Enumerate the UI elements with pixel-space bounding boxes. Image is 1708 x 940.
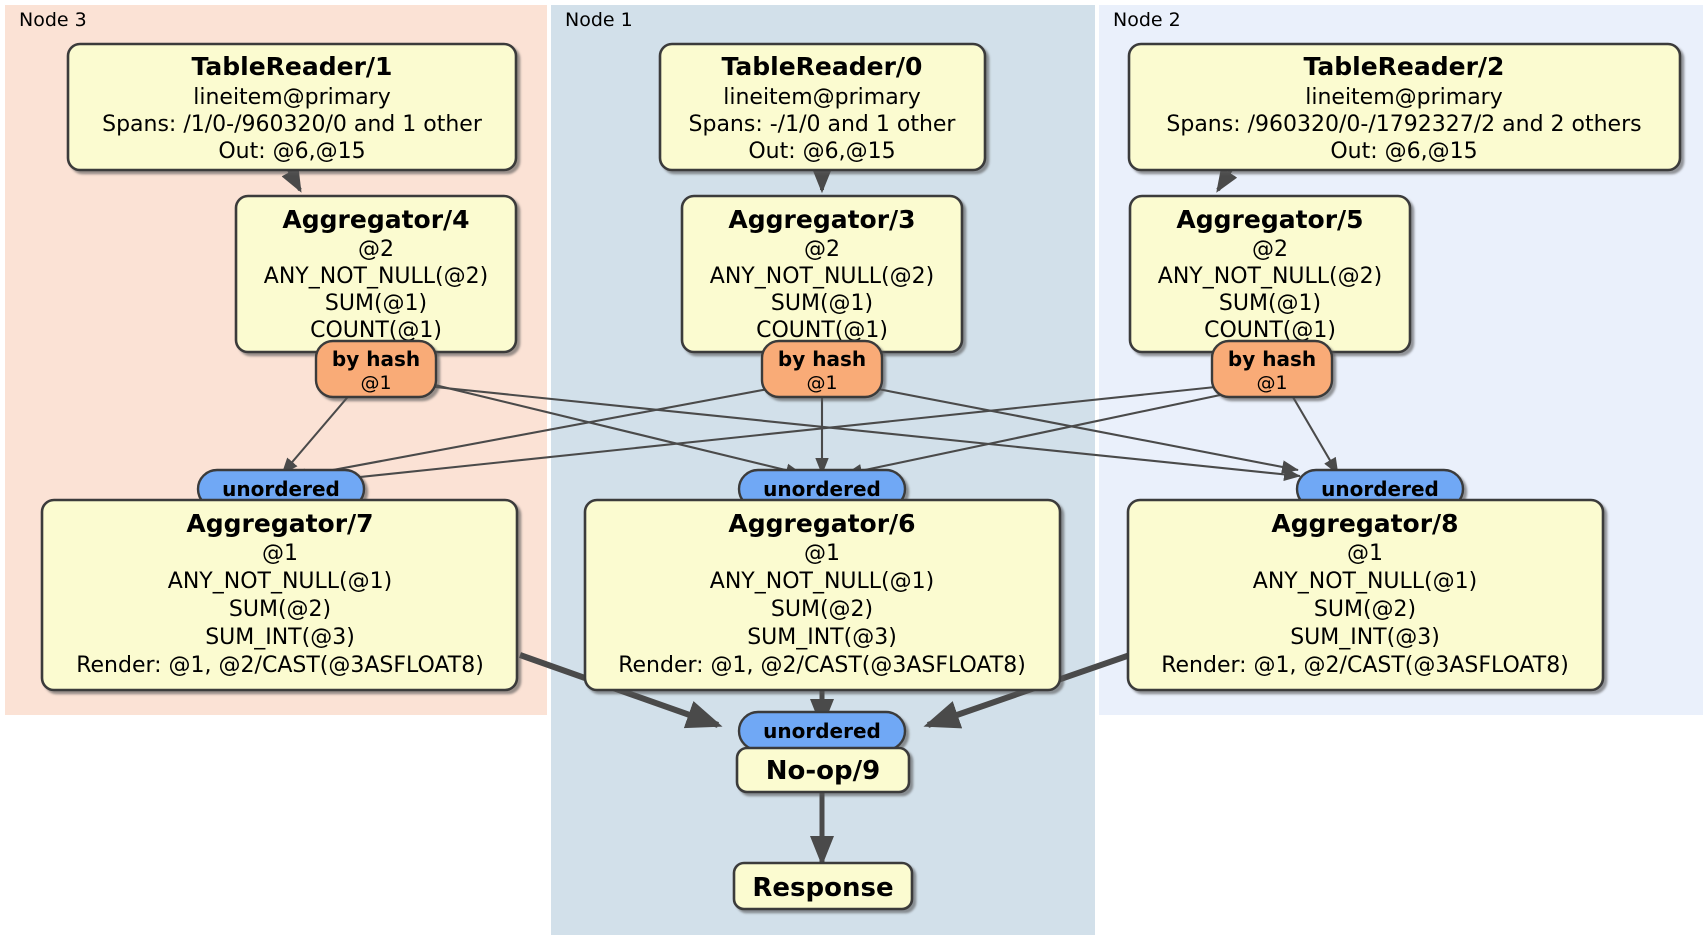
- router-label: by hash: [332, 347, 420, 371]
- processor-line: SUM(@1): [325, 291, 427, 316]
- edge-tablereader1-to-aggregator4: [281, 167, 302, 193]
- processor-line: ANY_NOT_NULL(@2): [1158, 264, 1382, 289]
- processor-line: @2: [1252, 237, 1288, 262]
- processor-line: Out: @6,@15: [748, 139, 895, 164]
- router-sublabel: @1: [806, 372, 837, 394]
- processor-line: ANY_NOT_NULL(@2): [710, 264, 934, 289]
- processor-title: Aggregator/6: [728, 509, 915, 538]
- processor-line: SUM_INT(@3): [205, 625, 355, 650]
- processor-tablereader-2[interactable]: TableReader/2 lineitem@primary Spans: /9…: [1127, 42, 1682, 172]
- processor-line: lineitem@primary: [193, 85, 391, 110]
- processor-line: @1: [262, 541, 298, 566]
- processor-line: @2: [358, 237, 394, 262]
- node-panel-label-node3: Node 3: [19, 9, 87, 31]
- processor-aggregator-3[interactable]: Aggregator/3 @2 ANY_NOT_NULL(@2) SUM(@1)…: [680, 194, 964, 354]
- processor-tablereader-1[interactable]: TableReader/1 lineitem@primary Spans: /1…: [66, 42, 518, 172]
- router-sublabel: @1: [360, 372, 391, 394]
- processor-line: Spans: /960320/0-/1792327/2 and 2 others: [1166, 112, 1641, 137]
- router-label: unordered: [1321, 477, 1439, 501]
- router-unordered-final[interactable]: unordered: [737, 710, 907, 752]
- processor-line: SUM_INT(@3): [747, 625, 897, 650]
- processor-response[interactable]: Response: [732, 861, 914, 911]
- processor-line: ANY_NOT_NULL(@1): [168, 569, 392, 594]
- router-label: unordered: [763, 477, 881, 501]
- processor-line: Spans: -/1/0 and 1 other: [689, 112, 957, 137]
- processor-noop-9[interactable]: No-op/9: [735, 746, 911, 794]
- edge-tablereader2-to-aggregator5: [1216, 166, 1238, 193]
- processor-line: SUM(@1): [1219, 291, 1321, 316]
- processor-title: TableReader/0: [722, 52, 923, 81]
- processor-title: TableReader/1: [192, 52, 393, 81]
- processor-line: SUM_INT(@3): [1290, 625, 1440, 650]
- processor-title: TableReader/2: [1304, 52, 1505, 81]
- router-by-hash-left[interactable]: by hash @1: [314, 339, 438, 399]
- processor-aggregator-5[interactable]: Aggregator/5 @2 ANY_NOT_NULL(@2) SUM(@1)…: [1128, 194, 1412, 354]
- processor-aggregator-8[interactable]: Aggregator/8 @1 ANY_NOT_NULL(@1) SUM(@2)…: [1126, 498, 1605, 692]
- processor-line: lineitem@primary: [723, 85, 921, 110]
- processor-title: No-op/9: [766, 756, 880, 786]
- processor-line: lineitem@primary: [1305, 85, 1503, 110]
- processor-line: Render: @1, @2/CAST(@3ASFLOAT8): [618, 653, 1026, 678]
- processor-aggregator-6[interactable]: Aggregator/6 @1 ANY_NOT_NULL(@1) SUM(@2)…: [583, 498, 1062, 692]
- processor-line: Out: @6,@15: [1330, 139, 1477, 164]
- processor-line: ANY_NOT_NULL(@1): [1253, 569, 1477, 594]
- router-label: by hash: [1228, 347, 1316, 371]
- router-sublabel: @1: [1256, 372, 1287, 394]
- router-label: unordered: [763, 719, 881, 743]
- router-by-hash-mid[interactable]: by hash @1: [760, 339, 884, 399]
- processor-tablereader-0[interactable]: TableReader/0 lineitem@primary Spans: -/…: [658, 42, 987, 172]
- node-panel-label-node2: Node 2: [1113, 9, 1181, 31]
- processor-line: SUM(@2): [1314, 597, 1416, 622]
- processor-title: Aggregator/7: [186, 509, 373, 538]
- processor-line: SUM(@1): [771, 291, 873, 316]
- processor-aggregator-7[interactable]: Aggregator/7 @1 ANY_NOT_NULL(@1) SUM(@2)…: [40, 498, 519, 692]
- processor-line: COUNT(@1): [756, 318, 888, 343]
- router-label: by hash: [778, 347, 866, 371]
- processor-title: Aggregator/3: [728, 205, 915, 234]
- processor-line: Render: @1, @2/CAST(@3ASFLOAT8): [1161, 653, 1569, 678]
- router-unordered-right[interactable]: unordered: [1295, 468, 1465, 510]
- processor-line: SUM(@2): [771, 597, 873, 622]
- router-unordered-left[interactable]: unordered: [196, 468, 366, 510]
- router-by-hash-right[interactable]: by hash @1: [1210, 339, 1334, 399]
- router-unordered-mid[interactable]: unordered: [737, 468, 907, 510]
- processor-title: Aggregator/8: [1271, 509, 1458, 538]
- processor-line: ANY_NOT_NULL(@1): [710, 569, 934, 594]
- processor-title: Aggregator/4: [282, 205, 469, 234]
- processor-line: ANY_NOT_NULL(@2): [264, 264, 488, 289]
- processor-line: COUNT(@1): [310, 318, 442, 343]
- processor-line: @1: [804, 541, 840, 566]
- processor-aggregator-4[interactable]: Aggregator/4 @2 ANY_NOT_NULL(@2) SUM(@1)…: [234, 194, 518, 354]
- processor-line: COUNT(@1): [1204, 318, 1336, 343]
- processor-line: Out: @6,@15: [218, 139, 365, 164]
- processor-line: Render: @1, @2/CAST(@3ASFLOAT8): [76, 653, 484, 678]
- processor-title: Aggregator/5: [1176, 205, 1363, 234]
- processor-title: Response: [752, 873, 893, 903]
- processor-line: @2: [804, 237, 840, 262]
- edge-mesh-hash-to-unordered: [281, 376, 1339, 490]
- node-panel-label-node1: Node 1: [565, 9, 633, 31]
- processor-line: Spans: /1/0-/960320/0 and 1 other: [102, 112, 483, 137]
- router-label: unordered: [222, 477, 340, 501]
- processor-line: SUM(@2): [229, 597, 331, 622]
- processor-line: @1: [1347, 541, 1383, 566]
